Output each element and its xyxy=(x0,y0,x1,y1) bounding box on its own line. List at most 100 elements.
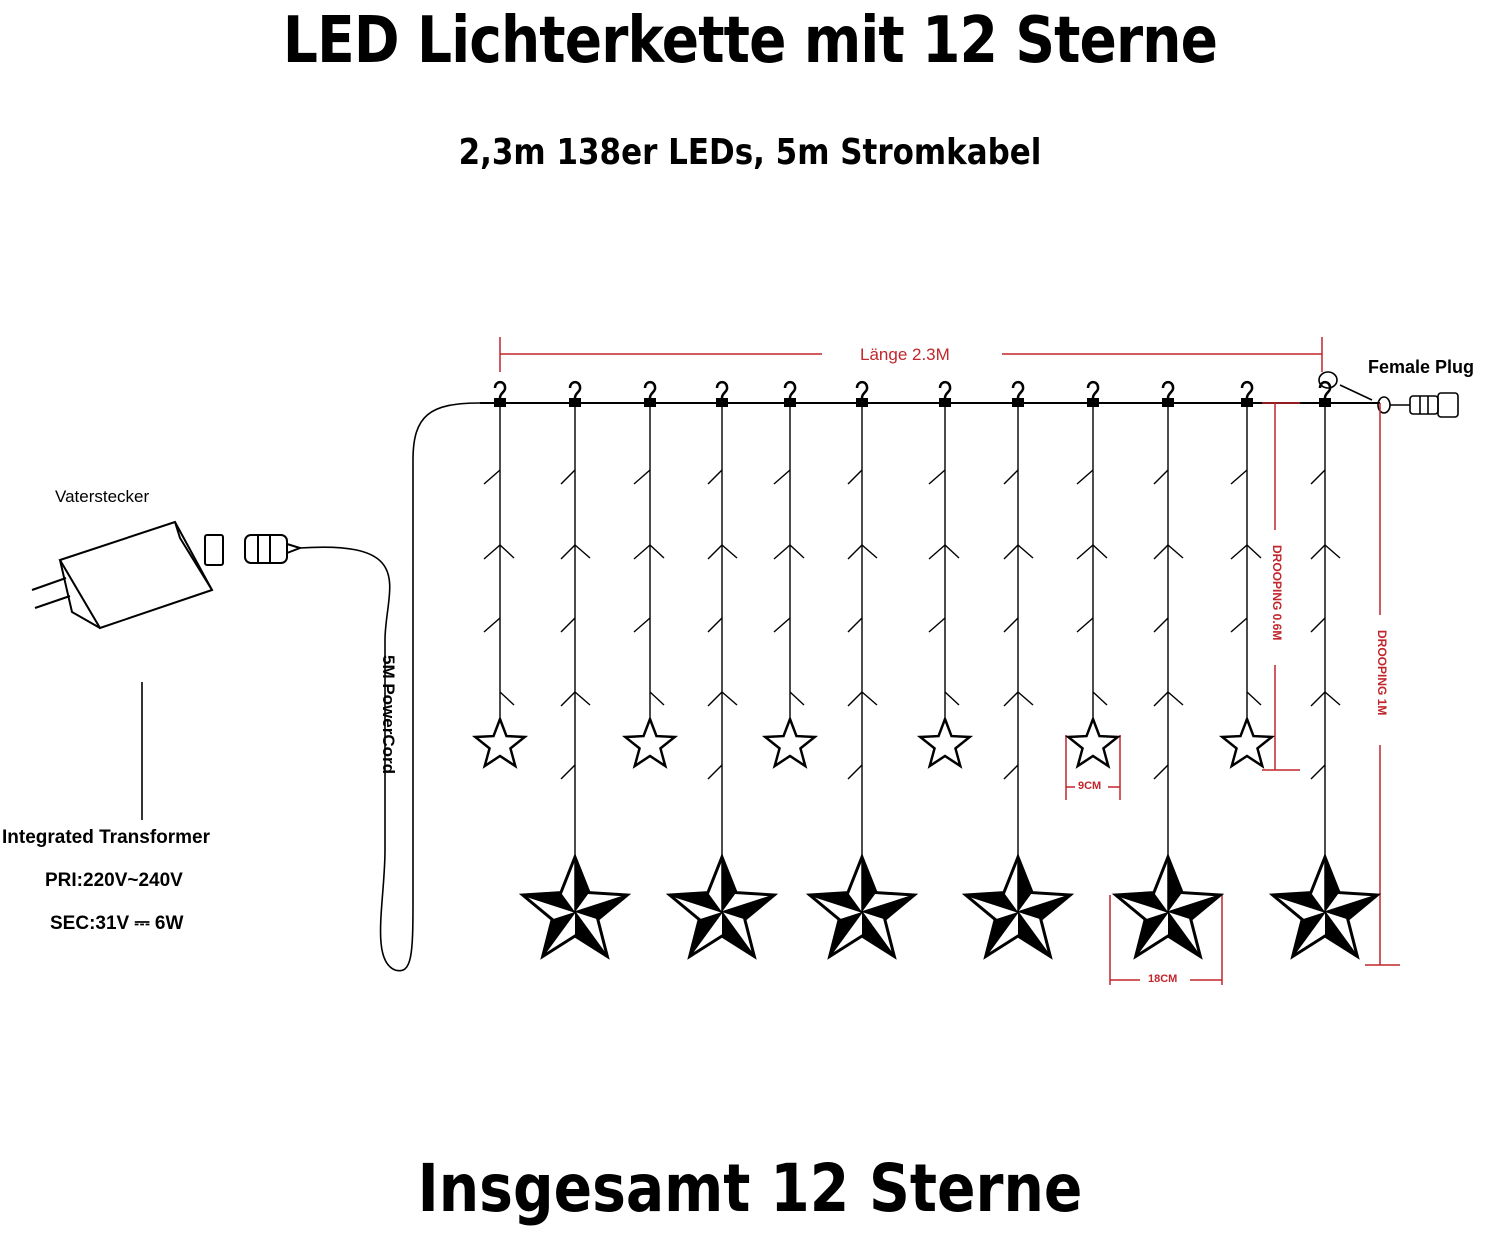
led-bulb xyxy=(1167,691,1184,706)
led-bulb xyxy=(789,691,805,706)
led-bulb xyxy=(1003,691,1019,707)
led-bulb xyxy=(1076,469,1094,485)
led-bulb xyxy=(1230,544,1248,560)
led-bulb xyxy=(560,764,576,780)
small-star-icon xyxy=(621,715,679,769)
led-bulb xyxy=(1076,617,1094,633)
led-bulb xyxy=(1153,469,1169,485)
main-title: LED Lichterkette mit 12 Sterne xyxy=(282,4,1218,78)
led-bulb xyxy=(773,469,791,485)
hook-icon xyxy=(568,380,582,399)
star-edge xyxy=(829,911,863,957)
female-plug-label: Female Plug xyxy=(1368,357,1475,377)
led-bulb xyxy=(773,544,791,560)
led-bulb xyxy=(1167,544,1184,559)
led-bulb xyxy=(483,544,501,560)
led-bulb xyxy=(499,691,515,706)
led-bulb xyxy=(928,617,946,633)
star-edge xyxy=(965,894,1019,913)
led-bulb xyxy=(1017,691,1034,706)
led-bulb xyxy=(707,469,723,485)
primary-voltage-label: PRI:220V~240V xyxy=(45,870,183,891)
led-bulb xyxy=(633,617,651,633)
clip-icon xyxy=(569,398,581,407)
led-bulb xyxy=(1153,617,1169,633)
star-edge xyxy=(861,911,895,957)
small-star-icon xyxy=(1218,715,1276,769)
led-bulb xyxy=(861,691,878,706)
led-bulb xyxy=(1310,617,1326,633)
star-edge xyxy=(1272,894,1326,913)
clip-icon xyxy=(784,398,796,407)
power-cord-label: 5M PowerCord xyxy=(379,655,398,775)
clip-icon xyxy=(644,398,656,407)
star-facet xyxy=(862,857,877,912)
star-facet xyxy=(722,895,775,920)
led-bulb xyxy=(847,544,863,560)
led-bulb xyxy=(861,544,878,559)
clip-icon xyxy=(1087,398,1099,407)
led-bulb xyxy=(928,544,946,560)
big-star-dimension xyxy=(1109,895,1223,985)
clip-icon xyxy=(716,398,728,407)
star-facet xyxy=(575,895,628,920)
led-bulb xyxy=(1246,544,1262,559)
led-bulb xyxy=(707,544,723,560)
hook-icon xyxy=(938,380,952,399)
small-star-dimension xyxy=(1065,735,1121,800)
led-bulb xyxy=(707,691,723,707)
clip-icon xyxy=(1012,398,1024,407)
length-label: Länge 2.3M xyxy=(860,345,950,364)
led-bulb xyxy=(1003,764,1019,780)
small-star-icon xyxy=(761,715,819,769)
led-bulb xyxy=(483,469,501,485)
led-bulb xyxy=(847,764,863,780)
star-edge xyxy=(861,894,915,913)
hook-icon xyxy=(493,380,507,399)
led-bulb xyxy=(1092,544,1108,559)
hook-icon xyxy=(1086,380,1100,399)
star-edge xyxy=(1324,894,1378,913)
star-edge xyxy=(1292,911,1326,957)
hook-icon xyxy=(1318,380,1332,399)
star-edge xyxy=(721,911,755,957)
led-bulb xyxy=(560,617,576,633)
male-plug-label: Vaterstecker xyxy=(55,487,150,506)
hook-icon xyxy=(1011,380,1025,399)
led-bulb xyxy=(1003,617,1019,633)
led-bulb xyxy=(847,691,863,707)
hook-icon xyxy=(1161,380,1175,399)
star-edge xyxy=(809,894,863,913)
drooping-short-label: DROOPING 0.6M xyxy=(1270,545,1284,641)
transformer-label: Integrated Transformer xyxy=(2,827,210,848)
led-bulb xyxy=(1092,691,1108,706)
star-edge xyxy=(985,911,1019,957)
led-bulb xyxy=(560,544,576,560)
led-bulb xyxy=(1246,691,1262,706)
star-facet xyxy=(1018,895,1071,920)
star-edge xyxy=(1017,911,1051,957)
led-bulb xyxy=(944,691,960,706)
power-cord xyxy=(299,402,500,972)
clip-icon xyxy=(1241,398,1253,407)
male-plug-icon xyxy=(31,520,304,630)
led-bulb xyxy=(1153,544,1169,560)
led-bulb xyxy=(633,469,651,485)
led-bulb xyxy=(649,691,665,706)
drooping-short-dimension xyxy=(1262,402,1300,771)
hook-icon xyxy=(715,380,729,399)
led-bulb xyxy=(1230,469,1248,485)
star-edge xyxy=(1167,911,1201,957)
star-edge xyxy=(1017,894,1071,913)
led-bulb xyxy=(1153,764,1169,780)
star-edge xyxy=(574,894,628,913)
led-bulb xyxy=(721,544,738,559)
led-bulb xyxy=(483,617,501,633)
star-facet xyxy=(1168,895,1221,920)
hook-icon xyxy=(783,380,797,399)
hook-icon xyxy=(855,380,869,399)
star-facet xyxy=(1325,857,1340,912)
led-bulb xyxy=(499,544,515,559)
led-bulb xyxy=(1324,691,1341,706)
